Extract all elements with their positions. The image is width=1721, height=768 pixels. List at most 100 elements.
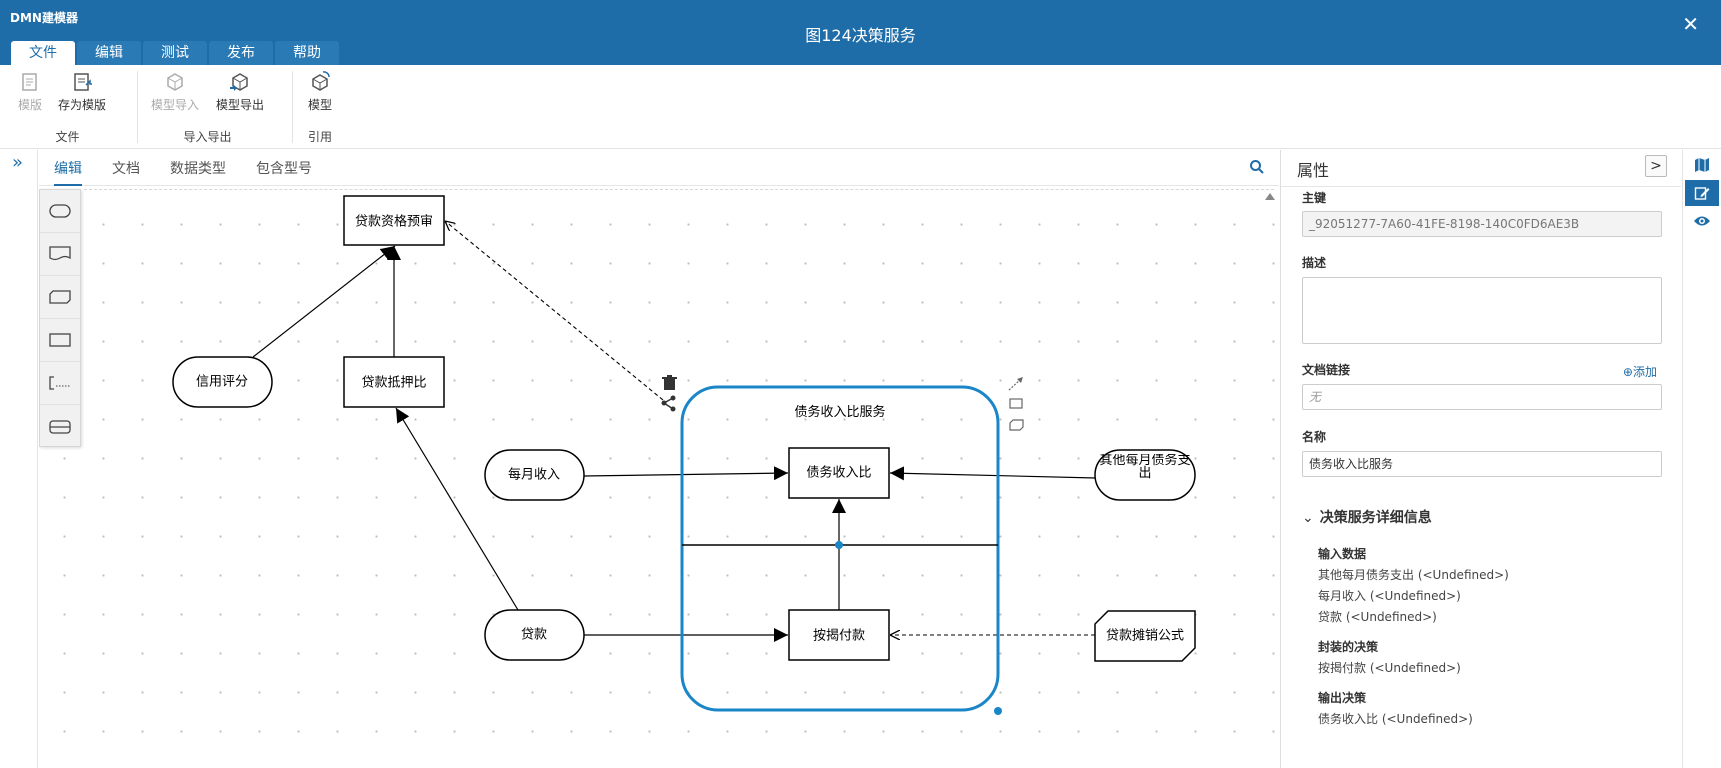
map-icon [1695, 158, 1709, 172]
palette-input-data[interactable] [40, 190, 80, 233]
diagram-canvas[interactable]: 债务收入比服务 贷款资格预审 贷款抵押比 债务收入比 按揭付款 信用评分 每月收… [39, 187, 1279, 768]
encapsulated-decisions-heading: 封装的决策 [1318, 640, 1379, 654]
template-button[interactable]: 模版 [0, 70, 60, 113]
decision-label: 按揭付款 [813, 629, 865, 644]
model-import-label: 模型导入 [150, 98, 199, 112]
editor-tabs: 编辑 文档 数据类型 包含型号 [39, 150, 1279, 186]
map-button[interactable] [1685, 152, 1719, 178]
edge-service-to-prequal[interactable] [445, 221, 664, 401]
ribbon-group-label: 引用 [307, 130, 332, 144]
menu-tab-test[interactable]: 测试 [143, 41, 207, 65]
model-reference-label: 模型 [307, 98, 332, 112]
input-data-item: 每月收入 (<Undefined>) [1318, 589, 1461, 603]
ribbon-toolbar: 模版 存为模版 文件 模型导入 模型导出 导入导出 模型 引用 [0, 65, 1721, 149]
palette-business-knowledge[interactable] [40, 276, 80, 319]
key-label: 主键 [1302, 191, 1327, 205]
key-field[interactable]: _92051277-7A60-41FE-8198-140C0FD6AE3B [1302, 211, 1662, 237]
palette-annotation[interactable] [40, 362, 80, 405]
resize-handle[interactable] [994, 707, 1002, 715]
input-data-item: 贷款 (<Undefined>) [1318, 610, 1437, 624]
delete-icon[interactable] [662, 375, 677, 390]
model-import-button[interactable]: 模型导入 [145, 70, 205, 113]
eye-icon [1694, 216, 1710, 226]
output-decision-item: 债务收入比 (<Undefined>) [1318, 712, 1473, 726]
ribbon-divider [292, 71, 293, 143]
decision-service-label: 债务收入比服务 [794, 404, 885, 420]
toolbox-decision-icon[interactable] [1009, 398, 1023, 409]
output-decisions-heading: 输出决策 [1318, 691, 1367, 705]
annotation-shape-icon [49, 376, 70, 390]
name-label: 名称 [1302, 430, 1327, 444]
save-as-template-label: 存为模版 [57, 98, 106, 112]
diagram-edges [252, 221, 1097, 642]
decision-service-shape-icon [49, 419, 71, 434]
dmn-diagram: 债务收入比服务 贷款资格预审 贷款抵押比 债务收入比 按揭付款 信用评分 每月收… [172, 195, 1196, 715]
connect-icon[interactable] [661, 395, 676, 412]
ribbon-group-label: 导入导出 [183, 130, 232, 144]
expand-left-panel-icon[interactable]: » [12, 152, 24, 173]
tab-included-models[interactable]: 包含型号 [256, 161, 312, 177]
app-name: DMN建模器 [10, 11, 78, 25]
edit-properties-button[interactable] [1685, 180, 1719, 206]
palette-decision[interactable] [40, 319, 80, 362]
left-collapse-strip: » [0, 150, 38, 768]
input-data-node[interactable]: 每月收入 [484, 449, 585, 501]
tab-edit[interactable]: 编辑 [54, 158, 82, 186]
menu-tabs: 文件 编辑 测试 发布 帮助 [11, 41, 341, 65]
edge-debt-to-dti[interactable] [889, 466, 1097, 481]
title-bar: DMN建模器 图124决策服务 ✕ 文件 编辑 测试 发布 帮助 [0, 0, 1721, 65]
model-reference-icon [312, 71, 330, 91]
model-reference-button[interactable]: 模型 [290, 70, 350, 113]
input-data-shape-icon [49, 204, 71, 218]
chevron-down-icon: ⌄ [1302, 510, 1314, 526]
toolbox-connector-icon[interactable] [1008, 377, 1023, 391]
description-textarea[interactable] [1302, 277, 1662, 344]
add-doc-link-button[interactable]: ⊕添加 [1623, 363, 1657, 380]
canvas-top-border [84, 189, 1274, 190]
knowledge-model-node[interactable]: 贷款摊销公式 [1094, 610, 1196, 662]
menu-tab-file[interactable]: 文件 [11, 41, 75, 65]
decision-label: 贷款抵押比 [361, 376, 426, 391]
model-export-button[interactable]: 模型导出 [210, 70, 270, 113]
decision-node[interactable]: 债务收入比 [788, 447, 890, 499]
edge-credit-to-prequal[interactable] [252, 245, 396, 358]
input-data-node[interactable]: 贷款 [484, 609, 585, 661]
decision-node[interactable]: 按揭付款 [788, 609, 890, 661]
template-icon [22, 73, 37, 91]
input-data-node[interactable]: 信用评分 [172, 356, 273, 408]
decision-service[interactable]: 债务收入比服务 [680, 385, 1002, 715]
close-icon[interactable]: ✕ [1682, 12, 1699, 36]
menu-tab-help[interactable]: 帮助 [275, 41, 339, 65]
preview-button[interactable] [1685, 208, 1719, 234]
decision-node[interactable]: 贷款抵押比 [343, 356, 445, 408]
name-field[interactable]: 债务收入比服务 [1302, 451, 1662, 477]
search-icon[interactable] [1249, 159, 1265, 175]
tab-documentation[interactable]: 文档 [112, 161, 140, 177]
edge-loan-to-ltv[interactable] [395, 407, 519, 611]
scroll-up-arrow[interactable] [1265, 193, 1275, 200]
doc-link-field[interactable]: 无 [1302, 384, 1662, 410]
decision-service-details-toggle[interactable]: ⌄决策服务详细信息 [1302, 507, 1432, 527]
template-button-label: 模版 [17, 98, 42, 112]
input-data-label: 贷款 [521, 628, 547, 643]
collapse-properties-button[interactable]: > [1645, 155, 1667, 177]
tab-data-types[interactable]: 数据类型 [170, 161, 226, 177]
input-data-node[interactable]: 其他每月债务支出 [1094, 449, 1196, 501]
business-knowledge-shape-icon [49, 290, 71, 304]
knowledge-source-shape-icon [49, 246, 71, 261]
decision-label: 债务收入比 [806, 465, 871, 481]
save-template-icon [74, 73, 92, 91]
palette-knowledge-source[interactable] [40, 233, 80, 276]
toolbox-knowledge-icon[interactable] [1009, 419, 1024, 431]
save-as-template-button[interactable]: 存为模版 [52, 70, 112, 113]
menu-tab-edit[interactable]: 编辑 [77, 41, 141, 65]
divider-handle[interactable] [835, 541, 843, 549]
edge-income-to-dti[interactable] [583, 466, 789, 481]
decision-node[interactable]: 贷款资格预审 [343, 195, 445, 246]
description-label: 描述 [1302, 256, 1327, 270]
menu-tab-publish[interactable]: 发布 [209, 41, 273, 65]
input-data-item: 其他每月债务支出 (<Undefined>) [1318, 568, 1509, 582]
right-tool-rail [1682, 150, 1721, 768]
decision-label: 贷款资格预审 [355, 214, 433, 230]
palette-decision-service[interactable] [40, 405, 80, 448]
